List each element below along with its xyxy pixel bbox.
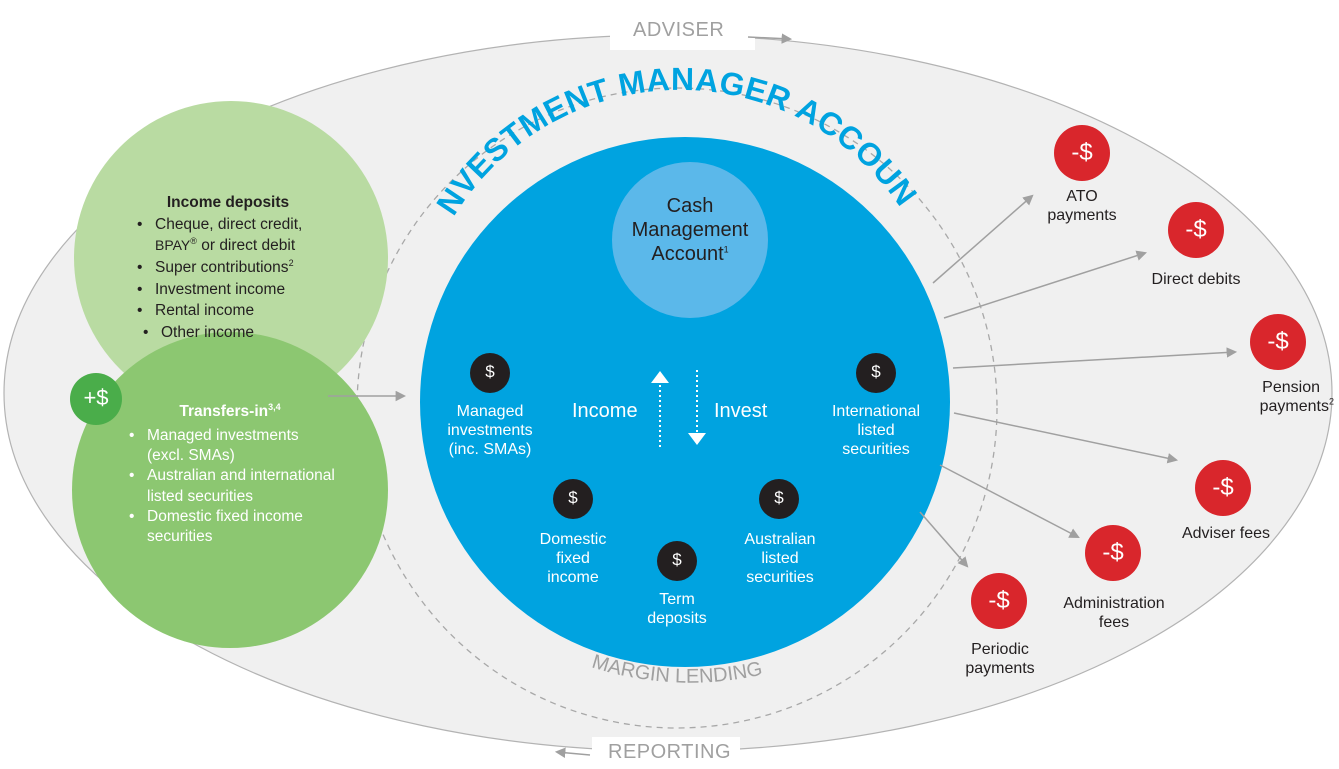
term-deposits-label: Term deposits <box>647 591 707 628</box>
minus-dollar-icon-periodic <box>971 573 1027 629</box>
ato-payments-label: ATO payments <box>1047 188 1117 225</box>
dollar-glyph-managed: $ <box>485 362 495 381</box>
income-label: Income <box>572 400 638 422</box>
income-item-super: Super contributions2 <box>133 257 353 279</box>
transfers-in-list: Transfers-in3,4 Managed investments(excl… <box>125 402 355 547</box>
minus-dollar-icon-pension <box>1250 314 1306 370</box>
pension-payments-label: Pension payments2 <box>1259 379 1334 416</box>
plus-dollar-glyph: +$ <box>83 385 109 410</box>
minus-glyph-pension: -$ <box>1267 328 1289 355</box>
dollar-glyph-australian: $ <box>774 488 784 507</box>
adviser-fees-label: Adviser fees <box>1181 525 1271 542</box>
income-item-cheque: Cheque, direct credit, BPAY® or direct d… <box>133 214 353 257</box>
arrow-pension <box>952 347 1238 369</box>
dollar-icon-domestic <box>553 479 593 519</box>
income-deposits-heading: Income deposits <box>166 194 290 211</box>
minus-dollar-icon-direct-debits <box>1168 202 1224 258</box>
cma-label: Cash Management Account1 <box>631 195 749 265</box>
minus-dollar-icon-adviser-fees <box>1195 460 1251 516</box>
minus-glyph-periodic: -$ <box>988 587 1010 614</box>
dollar-icon-term <box>657 541 697 581</box>
plus-dollar-icon <box>70 373 122 425</box>
minus-glyph-adviser-fees: -$ <box>1212 474 1234 501</box>
minus-glyph-direct-debits: -$ <box>1185 216 1207 243</box>
adviser-arrow <box>747 33 793 44</box>
domestic-fixed-income-label: Domestic fixed income <box>539 531 607 587</box>
income-item-investment: Investment income <box>133 279 353 301</box>
direct-debits-label: Direct debits <box>1151 271 1241 288</box>
administration-fees-label: Administration fees <box>1063 595 1165 632</box>
managed-investments-label: Managed investments (inc. SMAs) <box>447 403 533 459</box>
minus-dollar-icon-admin-fees <box>1085 525 1141 581</box>
dollar-icon-australian <box>759 479 799 519</box>
transfer-item-managed: Managed investments(excl. SMAs) <box>125 426 355 466</box>
minus-dollar-icon-ato <box>1054 125 1110 181</box>
income-deposits-list: Income deposits Cheque, direct credit, B… <box>133 192 353 344</box>
dollar-glyph-domestic: $ <box>568 488 578 507</box>
dollar-icon-managed <box>470 353 510 393</box>
income-item-rental: Rental income <box>133 300 353 322</box>
dollar-glyph-term: $ <box>672 550 682 569</box>
cash-management-circle <box>612 162 768 318</box>
arrow-ato <box>932 194 1034 284</box>
arrow-admin-fees <box>939 464 1080 538</box>
reporting-label: REPORTING <box>608 741 732 763</box>
invest-label: Invest <box>714 400 768 422</box>
transfers-in-heading: Transfers-in3,4 <box>179 401 281 420</box>
dollar-glyph-international: $ <box>871 362 881 381</box>
dollar-icon-international <box>856 353 896 393</box>
arrow-adviser-fees <box>953 412 1179 464</box>
reporting-arrow <box>554 747 591 758</box>
minus-glyph-admin-fees: -$ <box>1102 539 1124 566</box>
periodic-payments-label: Periodic payments <box>965 641 1035 678</box>
adviser-label: ADVISER <box>633 19 725 41</box>
arrow-direct-debits <box>943 250 1147 319</box>
income-item-other: Other income <box>139 322 353 344</box>
investment-manager-circle <box>420 137 950 667</box>
australian-securities-label: Australian listed securities <box>744 531 816 587</box>
minus-glyph-ato: -$ <box>1071 139 1093 166</box>
arrow-periodic <box>919 511 969 568</box>
international-securities-label: International listed securities <box>831 403 921 459</box>
